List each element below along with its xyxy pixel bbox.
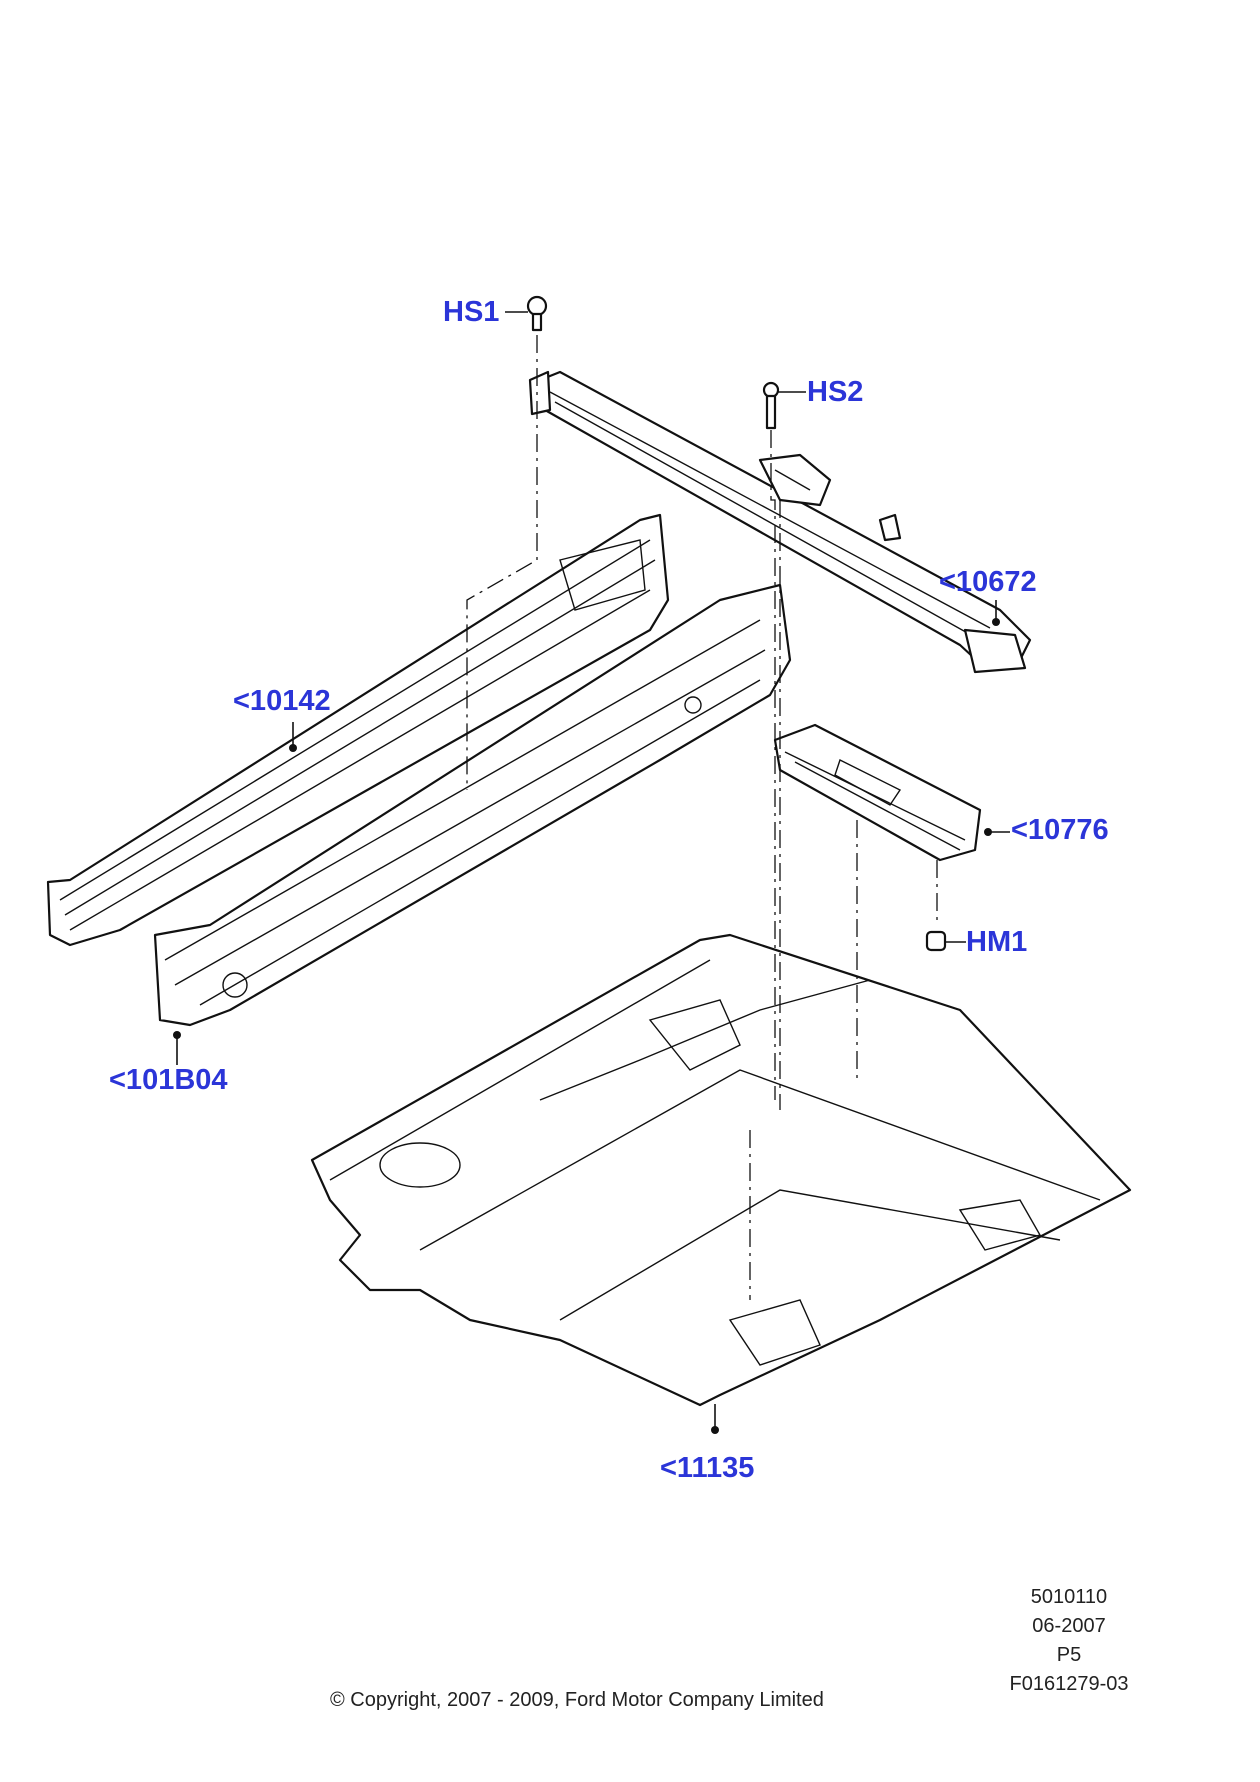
bracket-part[interactable] <box>773 723 982 862</box>
diagram-code: 5010110 <box>1030 1586 1108 1608</box>
callout-101b04[interactable]: <101B04 <box>109 1064 228 1096</box>
callout-hs2[interactable]: HS2 <box>807 376 864 408</box>
copyright-notice: © Copyright, 2007 - 2009, Ford Motor Com… <box>330 1689 824 1711</box>
side-member-part[interactable] <box>153 583 792 1027</box>
bolt-hs1-icon <box>526 295 548 332</box>
side-rail-part[interactable] <box>46 513 670 947</box>
callout-11135[interactable]: <11135 <box>660 1452 755 1484</box>
floor-pan-part[interactable] <box>310 933 1132 1407</box>
callout-10776[interactable]: <10776 <box>1011 814 1109 846</box>
callout-hm1[interactable]: HM1 <box>966 926 1028 958</box>
nut-hm1-icon <box>925 930 947 952</box>
alignment-line-hs1 <box>466 335 538 790</box>
callout-10142[interactable]: <10142 <box>233 685 331 717</box>
callout-10672[interactable]: <10672 <box>939 566 1037 598</box>
bolt-hs2-icon <box>762 381 780 430</box>
diagram-page: P5 <box>1056 1644 1082 1666</box>
alignment-line-hs2 <box>770 430 776 1100</box>
crossmember-part[interactable] <box>528 370 1032 674</box>
callout-hs1[interactable]: HS1 <box>443 296 500 328</box>
diagram-date: 06-2007 <box>1032 1615 1106 1637</box>
diagram-figure-id: F0161279-03 <box>1009 1673 1129 1695</box>
